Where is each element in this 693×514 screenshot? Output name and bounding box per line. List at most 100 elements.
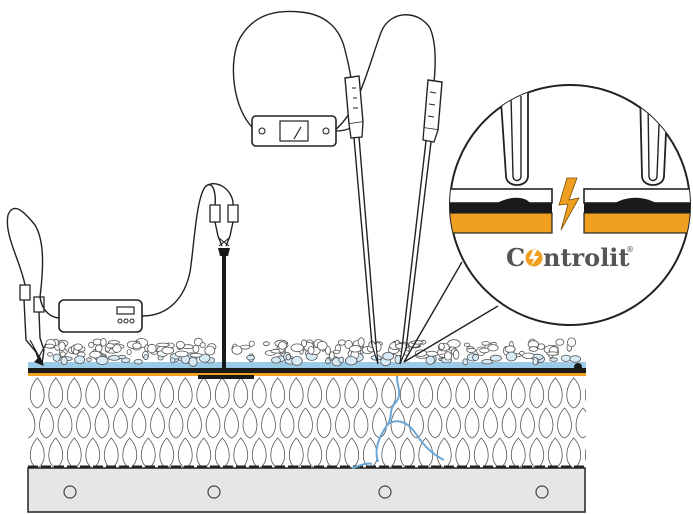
insulation-cell (233, 437, 249, 467)
insulation-cell (85, 437, 101, 467)
gravel-stone (504, 345, 516, 353)
insulation-cell (205, 407, 221, 439)
insulation-cell (501, 407, 517, 439)
gravel-stone (156, 342, 170, 348)
insulation-cell (483, 407, 498, 439)
gravel-stone (118, 354, 127, 360)
insulation-cell (103, 437, 119, 467)
insulation-layer (28, 377, 618, 468)
insulation-cell (48, 437, 64, 467)
insulation-cell (362, 437, 378, 467)
insulation-cell (177, 377, 193, 409)
test-probe-right (399, 79, 443, 365)
insulation-cell (510, 437, 526, 467)
membrane-clips (19, 284, 47, 366)
logo-registered-mark: ® (626, 245, 634, 254)
leak-water-path (351, 369, 445, 469)
pulse-generator-icon (6, 183, 234, 333)
insulation-cell (279, 407, 295, 439)
gravel-stone (100, 337, 107, 347)
insulation-cell (187, 407, 202, 439)
gravel-stone (521, 352, 535, 359)
insulation-cell (288, 377, 304, 409)
insulation-cell (270, 437, 286, 467)
deck-bolt-hole (378, 485, 392, 499)
gravel-stone (95, 355, 109, 365)
insulation-cell (66, 377, 82, 409)
gravel-stone (132, 342, 142, 349)
insulation-cell (335, 407, 350, 439)
gravel-stone (175, 340, 185, 349)
gravel-stone (567, 337, 577, 348)
insulation-cell (604, 378, 618, 408)
insulation-cell (362, 377, 378, 409)
gravel-stone (466, 347, 477, 353)
water-film (28, 362, 586, 369)
insulation-cell (436, 377, 452, 409)
insulation-cell (233, 377, 249, 409)
gravel-stone (199, 342, 206, 349)
gravel-stone (89, 350, 102, 359)
insulation-cell (604, 438, 618, 468)
insulation-cell (325, 377, 341, 409)
insulation-cell (455, 377, 471, 409)
gravel-stone (174, 350, 189, 358)
insulation-cell (122, 377, 138, 409)
gravel-stone (443, 351, 452, 361)
gravel-stone (438, 342, 445, 351)
insulation-cell (224, 407, 239, 439)
gravel-stone (532, 357, 539, 366)
insulation-cell (131, 407, 147, 439)
gravel-stone (157, 355, 164, 361)
controlit-logo: C ntrolit ® (506, 243, 634, 272)
gravel-stone (263, 341, 270, 347)
gravel-stone (487, 344, 499, 352)
gravel-stone (414, 349, 428, 357)
insulation-cell (307, 377, 323, 409)
gravel-stone (555, 338, 565, 346)
logo-text-suffix: ntrolit (543, 243, 630, 272)
deck-bolt-hole (207, 485, 221, 499)
magnifier-callout: C ntrolit ® (403, 84, 691, 363)
gravel-stone (147, 343, 157, 354)
insulation-cell (251, 377, 267, 409)
insulation-cell (455, 437, 471, 467)
insulation-cell (520, 407, 535, 439)
insulation-cell (492, 377, 508, 409)
insulation-cell (307, 437, 323, 467)
gravel-stone (481, 359, 494, 365)
gravel-stone (74, 355, 86, 364)
logo-bolt-icon (529, 250, 539, 266)
gravel-stone (332, 349, 341, 354)
insulation-cell (427, 407, 443, 439)
gravel-stone (528, 346, 539, 352)
gravel-stone (246, 355, 256, 361)
insulation-cell (372, 407, 387, 439)
insulation-cell (381, 377, 397, 409)
insulation-cell (316, 407, 332, 439)
gravel-stone (472, 353, 480, 361)
gravel-stone (357, 337, 365, 347)
insulation-cell (39, 407, 54, 439)
gravel-stone (231, 345, 243, 355)
voltmeter-icon (232, 10, 436, 147)
gravel-stone (546, 351, 559, 356)
grounding-electrode (198, 255, 254, 379)
deck-bolt-hole (63, 485, 77, 499)
insulation-cell (66, 437, 82, 467)
insulation-cell (436, 437, 452, 467)
insulation-cell (510, 377, 526, 409)
insulation-cell (29, 377, 45, 409)
gravel-stone (505, 351, 517, 362)
gravel-stone (291, 356, 303, 366)
gravel-stone (290, 343, 304, 353)
gravel-stone (188, 356, 198, 367)
insulation-cell (529, 377, 545, 409)
insulation-cell (140, 437, 156, 467)
insulation-cell (251, 437, 267, 467)
insulation-cell (492, 437, 508, 467)
insulation-cell (344, 377, 360, 409)
gravel-stone (325, 357, 331, 364)
insulation-cell (381, 437, 397, 467)
insulation-cell (103, 377, 119, 409)
